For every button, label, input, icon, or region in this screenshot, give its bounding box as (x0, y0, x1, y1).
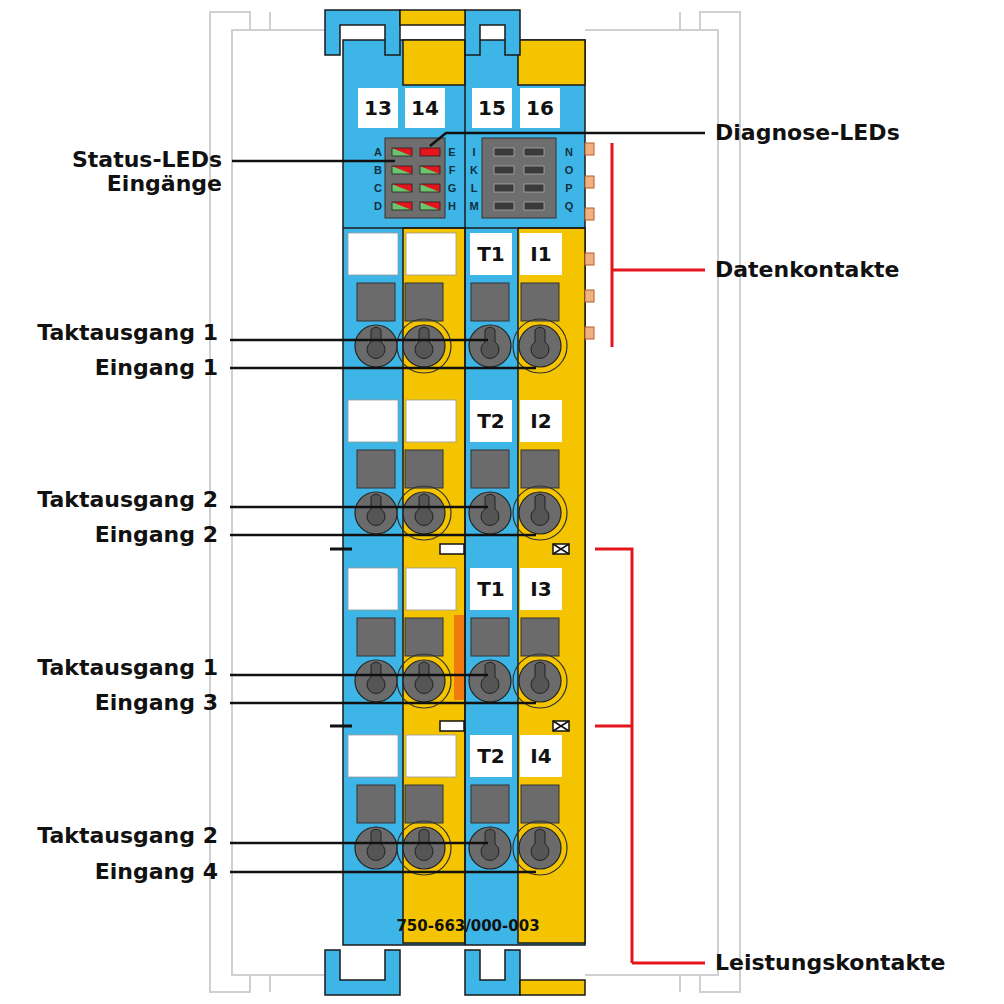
marker-tag: 15 (472, 88, 512, 128)
callout-label: Eingang 2 (95, 523, 218, 547)
marker-tag: I3 (520, 568, 562, 610)
led-letter: I (472, 146, 475, 158)
led-letter: A (374, 146, 382, 158)
marker-tag: 13 (358, 88, 398, 128)
led-letter: M (469, 200, 478, 212)
tag-text: T1 (477, 242, 505, 266)
callout-label: Taktausgang 2 (37, 488, 218, 512)
tag-text: I4 (530, 744, 551, 768)
part-number: 750-663/000-003 (396, 918, 539, 935)
terminal-rows (348, 233, 567, 875)
led-letter: K (470, 164, 478, 176)
led-letter: Q (565, 200, 574, 212)
rail-outline (210, 12, 740, 992)
led-letter: D (374, 200, 382, 212)
tag-text: 14 (411, 96, 439, 120)
callout-label: Datenkontakte (715, 258, 899, 282)
marker-tag: T1 (470, 233, 512, 275)
led-letter: H (448, 200, 456, 212)
led (494, 148, 514, 156)
callout-label: Taktausgang 1 (37, 656, 218, 680)
led-letter: G (448, 182, 457, 194)
led (420, 202, 440, 210)
tag-text: I3 (530, 577, 551, 601)
tag-text: 15 (478, 96, 506, 120)
led (524, 166, 544, 174)
led (524, 184, 544, 192)
led (420, 166, 440, 174)
led (392, 202, 412, 210)
led-letter: C (374, 182, 382, 194)
led-letter: O (565, 164, 574, 176)
callout-label: Status-LEDs Eingänge (22, 148, 222, 196)
tag-text: T2 (477, 409, 505, 433)
callout-label: Eingang 4 (95, 860, 218, 884)
callout-label: Leistungskontakte (715, 951, 946, 975)
led (392, 184, 412, 192)
led (392, 148, 412, 156)
tag-text: I1 (530, 242, 551, 266)
led (392, 166, 412, 174)
status-leds (392, 148, 544, 210)
marker-tag: I1 (520, 233, 562, 275)
tag-text: 13 (364, 96, 392, 120)
leader-lines (230, 133, 705, 872)
callout-label: Eingang 1 (95, 356, 218, 380)
marker-tag: 14 (405, 88, 445, 128)
marker-tag: T1 (470, 568, 512, 610)
led (524, 202, 544, 210)
marker-tag: T2 (470, 400, 512, 442)
marker-tag: I4 (520, 735, 562, 777)
tag-text: T2 (477, 744, 505, 768)
tag-text: T1 (477, 577, 505, 601)
led (420, 184, 440, 192)
tag-text: 16 (526, 96, 554, 120)
led (524, 148, 544, 156)
led-letter: P (565, 182, 572, 194)
data-contacts (585, 143, 594, 339)
led (494, 202, 514, 210)
led-letter: F (449, 164, 456, 176)
callout-label: Taktausgang 2 (37, 824, 218, 848)
callout-label: Eingang 3 (95, 691, 218, 715)
marker-tag: T2 (470, 735, 512, 777)
led-letter: N (565, 146, 573, 158)
callout-label: Diagnose-LEDs (715, 121, 900, 145)
module-body (325, 10, 585, 995)
marker-tag: 16 (520, 88, 560, 128)
led-field (385, 138, 556, 218)
marker-tag: I2 (520, 400, 562, 442)
led (494, 184, 514, 192)
tag-text: I2 (530, 409, 551, 433)
led (494, 166, 514, 174)
brackets (595, 143, 705, 963)
led-letter: L (471, 182, 478, 194)
led-letter: B (374, 164, 382, 176)
led (420, 148, 440, 156)
callout-label: Taktausgang 1 (37, 321, 218, 345)
led-letter: E (448, 146, 455, 158)
